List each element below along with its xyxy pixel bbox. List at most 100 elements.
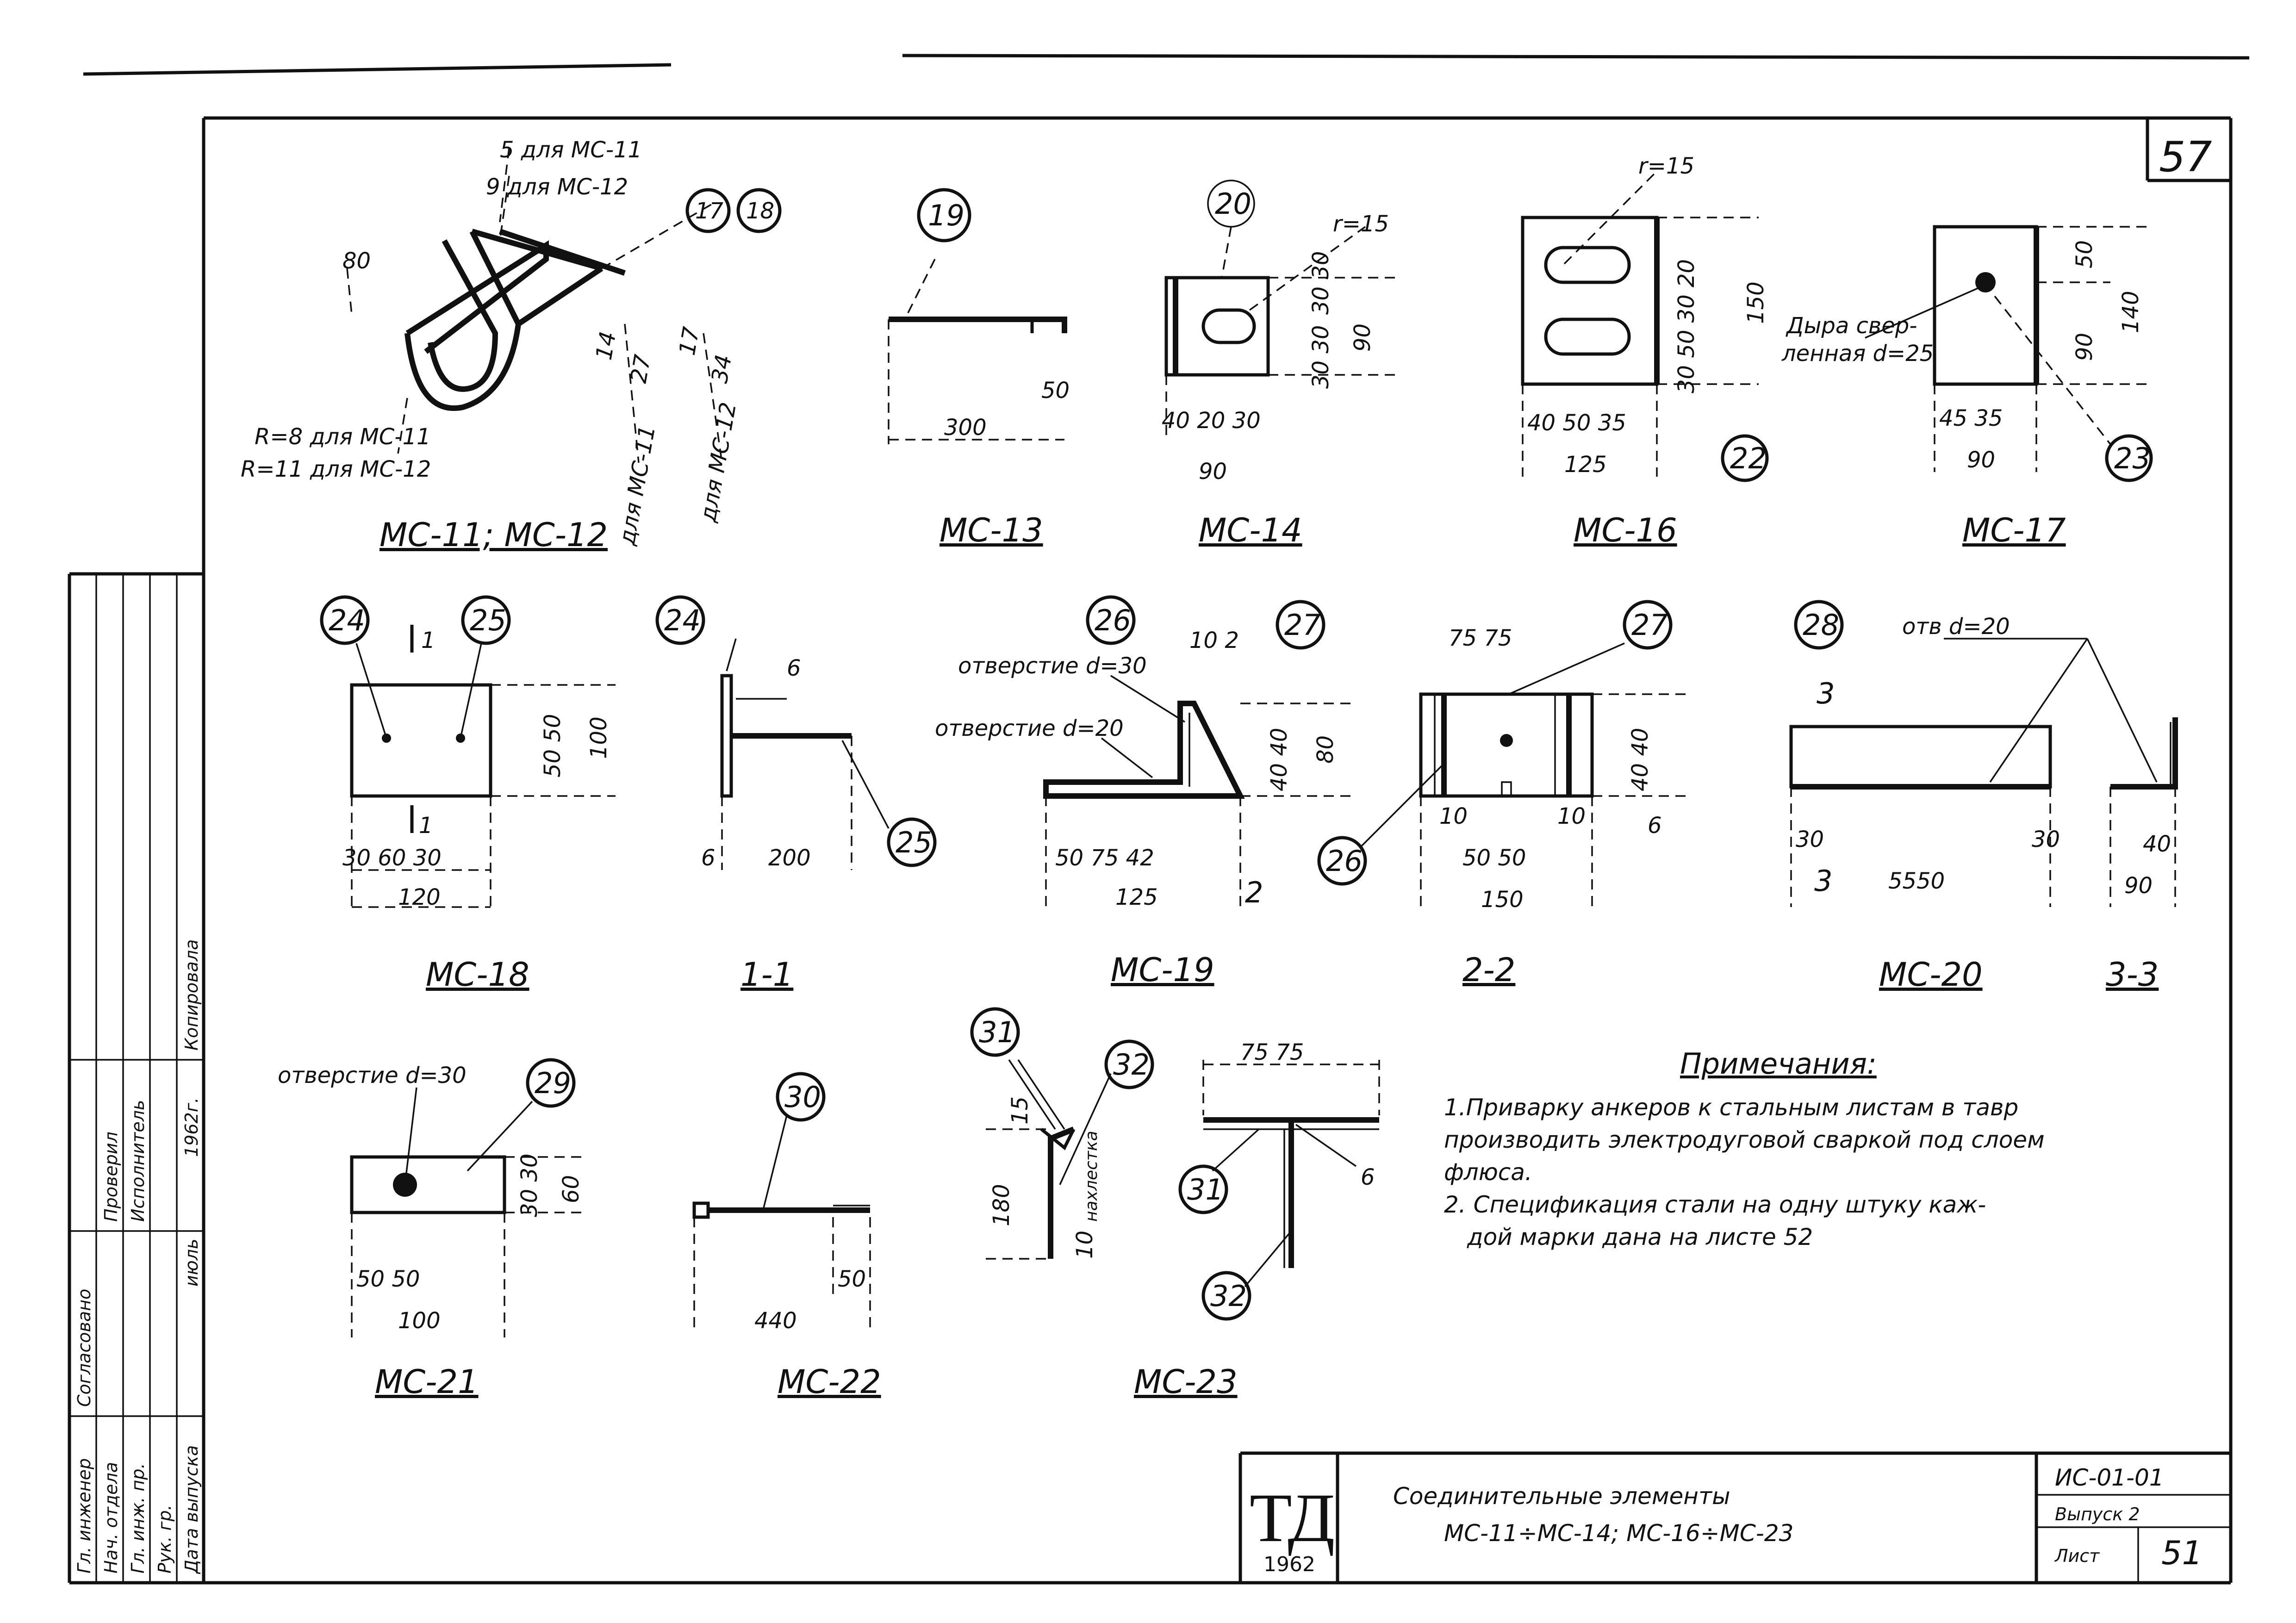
sheet-number: 57	[2159, 133, 2212, 181]
side-r5: Дата выпуска	[181, 1445, 202, 1574]
detail-mc23-side: 31 32 15 180 10 нахлестка	[970, 1007, 1154, 1260]
mc18-dim-100: 100	[586, 716, 612, 759]
mc13-dim-50: 50	[1041, 378, 1070, 404]
callout-27-sec: 27	[1631, 608, 1668, 642]
mc14-dim-30-30b: 30 30	[1308, 325, 1334, 389]
side-c4: Копировала	[181, 939, 202, 1051]
stamp-issue: Выпуск 2	[2055, 1504, 2140, 1524]
side-r1: Гл. инженер	[74, 1458, 94, 1573]
notes-line-2: производить электродуговой сваркой под с…	[1444, 1126, 2045, 1153]
notes-line-4: 2. Спецификация стали на одну штуку каж-	[1444, 1191, 1986, 1218]
detail-mc16: r=15 30 50 30 20 150 40 50 35 125 22 МС-…	[1521, 153, 1769, 549]
mc19-dim-40-40: 40 40	[1266, 728, 1292, 791]
label-mc11-mc12: МС-11; МС-12	[380, 516, 608, 554]
side-c2: Проверил	[101, 1132, 121, 1222]
side-c3: Исполнитель	[128, 1100, 148, 1222]
sec11-dim-6: 6	[787, 655, 801, 681]
notes-line-1: 1.Приварку анкеров к стальным листам в т…	[1444, 1094, 2018, 1121]
detail-mc21: отверстие d=30 29 30 30 60 50 50 100 МС-…	[278, 1058, 588, 1401]
mc11-ann-r1: R=8 для МС-11	[255, 424, 431, 450]
mc11-ann-v2: для МС-12	[695, 400, 741, 524]
callout-19: 19	[928, 199, 964, 232]
mc11-ann-a: 5 для МС-11	[500, 137, 642, 163]
callout-20: 20	[1215, 187, 1251, 221]
mc21-dim-60: 60	[558, 1175, 584, 1203]
detail-mc17: Дыра свер- ленная d=25 50 90 140 45 35 9…	[1781, 225, 2153, 549]
mc19-hole-30: отверстие d=30	[958, 653, 1147, 679]
mc19-hole-20: отверстие d=20	[935, 715, 1124, 741]
mc19-dim-80: 80	[1313, 735, 1338, 764]
side-date1: 1962г.	[181, 1097, 202, 1157]
mc14-dim-40-20-30: 40 20 30	[1162, 408, 1261, 434]
detail-mc11-mc12: 5 для МС-11 9 для МС-12 80 14 27 17 34 R…	[241, 137, 782, 554]
mc23-dim-75-75: 75 75	[1240, 1039, 1304, 1065]
detail-mc22: 30 50 440 МС-22	[692, 1072, 881, 1401]
callout-32: 32	[1113, 1048, 1150, 1082]
mc16-dim-150: 150	[1743, 281, 1769, 324]
mc11-ann-b: 9 для МС-12	[486, 174, 628, 200]
detail-mc19: отверстие d=30 отверстие d=20 26 27 10 2…	[935, 595, 1351, 989]
mc19-sec-2: 2	[1245, 876, 1263, 909]
stamp-sheet-no: 51	[2161, 1534, 2203, 1572]
mc23-lap: нахлестка	[1082, 1131, 1101, 1222]
mc22-dim-50: 50	[838, 1266, 866, 1292]
mc18-dim-30-60-30: 30 60 30	[342, 845, 442, 871]
mc18-dim-50-50: 50 50	[540, 714, 566, 777]
mc20-sec-3: 3	[1817, 677, 1835, 710]
stamp-title-2: МС-11÷МС-14; МС-16÷МС-23	[1444, 1520, 1793, 1547]
sec22-dim-50-50: 50 50	[1462, 845, 1526, 871]
mc21-dim-100: 100	[398, 1308, 441, 1334]
mc11-dim-14: 14	[591, 330, 622, 362]
label-mc16: МС-16	[1574, 511, 1677, 549]
label-mc13: МС-13	[940, 511, 1043, 549]
label-mc21: МС-21	[375, 1363, 479, 1401]
mc11-dim-34: 34	[707, 353, 737, 385]
sec33-dim-90: 90	[2124, 873, 2153, 899]
mc21-dim-50-50: 50 50	[356, 1266, 420, 1292]
mc13-dim-300: 300	[944, 415, 987, 441]
mc23-dim-180: 180	[989, 1184, 1014, 1226]
label-mc22: МС-22	[778, 1363, 881, 1401]
callout-32-front: 32	[1210, 1279, 1247, 1313]
mc16-dim-125: 125	[1564, 452, 1607, 478]
mc20-dim-30b: 30	[2032, 827, 2060, 852]
title-block: ТД 1962 Соединительные элементы МС-11÷МС…	[1238, 1451, 2231, 1583]
mc17-dim-140: 140	[2118, 291, 2144, 333]
sec22-dim-6: 6	[1648, 813, 1662, 839]
mc19-dim-10-2: 10 2	[1189, 628, 1239, 653]
callout-29: 29	[535, 1066, 571, 1100]
sheet-frame: 57	[69, 54, 2250, 1585]
detail-mc23-front: 31 32 75 75 6 МС-23	[1134, 1039, 1380, 1401]
detail-mc18: 24 25 1 1 50 50 100 30 60 30 120 МС-18	[320, 595, 616, 994]
mc21-dim-30-30: 30 30	[516, 1154, 542, 1217]
label-mc17: МС-17	[1962, 511, 2066, 549]
callout-25: 25	[470, 603, 506, 637]
notes-line-5: дой марки дана на листе 52	[1467, 1224, 1813, 1250]
callout-28: 28	[1803, 608, 1839, 642]
side-r4: Рук. гр.	[155, 1505, 175, 1573]
mc20-sec-3b: 3	[1814, 864, 1832, 898]
notes: Примечания: 1.Приварку анкеров к стальны…	[1444, 1047, 2045, 1250]
mc14-dim-90: 90	[1350, 323, 1375, 352]
mc14-dim-30-30: 30 30	[1308, 251, 1334, 315]
callout-24-sec: 24	[664, 603, 701, 637]
mc20-dim-30a: 30	[1796, 827, 1824, 852]
mc17-dim-90b: 90	[1967, 447, 1995, 473]
mc19-dim-50-75-42: 50 75 42	[1055, 845, 1154, 871]
sec11-dim-6b: 6	[701, 845, 716, 871]
sec22-dim-10b: 10	[1557, 803, 1586, 829]
mc23-dim-6: 6	[1361, 1164, 1375, 1190]
mc11-dim-17: 17	[674, 325, 705, 357]
sec11-dim-200: 200	[768, 845, 811, 871]
detail-mc20: отв d=20 28 3 3 30 30 5550 МС-20	[1789, 600, 2158, 994]
label-mc14: МС-14	[1199, 511, 1302, 549]
detail-mc14: 20 r=15 30 30 30 30 90 40 20 30 90 МС-14	[1162, 180, 1398, 549]
mc16-ann-r15: r=15	[1638, 153, 1694, 179]
stamp-title-1: Соединительные элементы	[1393, 1483, 1730, 1510]
side-stamp: Гл. инженер Нач. отдела Гл. инж. пр. Рук…	[68, 572, 204, 1583]
mc14-dim-90b: 90	[1199, 459, 1227, 485]
stamp-year: 1962	[1263, 1553, 1315, 1576]
sec22-dim-40-40: 40 40	[1627, 728, 1653, 791]
section-1-1: 24 25 6 6 200 1-1	[655, 595, 937, 994]
